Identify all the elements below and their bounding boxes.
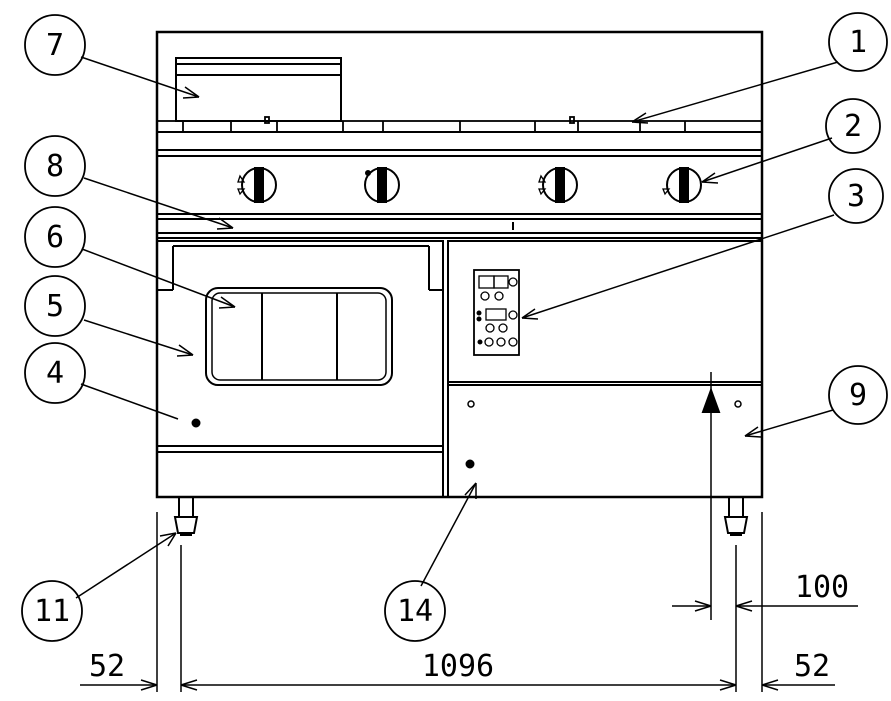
dimension-labels: 52 1096 52 100 — [89, 570, 849, 684]
dim-width-1096: 1096 — [422, 649, 494, 684]
legs — [173, 496, 749, 536]
knob-icon — [364, 167, 400, 203]
knob-icon — [538, 167, 578, 203]
callout-labels: 1 2 3 7 8 6 5 4 9 11 14 — [34, 25, 867, 629]
callout-11: 11 — [34, 594, 70, 629]
dimension-lines — [80, 512, 858, 692]
dim-right-52: 52 — [794, 649, 830, 684]
callout-8: 8 — [46, 149, 64, 184]
callout-4: 4 — [46, 356, 64, 391]
callout-2: 2 — [844, 109, 862, 144]
knob-icon — [662, 167, 702, 203]
callout-9: 9 — [849, 378, 867, 413]
callout-3: 3 — [847, 179, 865, 214]
leader-lines — [75, 56, 839, 599]
flue-arrow — [701, 372, 721, 620]
appliance-body — [155, 30, 764, 499]
dim-flue-100: 100 — [795, 570, 849, 605]
griddle-plate — [175, 57, 342, 122]
oven-door — [156, 240, 444, 453]
knob-icon — [237, 167, 277, 203]
callout-6: 6 — [46, 220, 64, 255]
callout-circles — [21, 12, 888, 642]
control-panel — [447, 240, 763, 383]
callout-5: 5 — [46, 289, 64, 324]
callout-7: 7 — [46, 28, 64, 63]
cabinet-door — [447, 384, 763, 498]
callout-1: 1 — [849, 25, 867, 60]
callout-14: 14 — [397, 594, 433, 629]
control-knobs — [237, 167, 702, 203]
burner-grids — [156, 116, 763, 133]
dim-left-52: 52 — [89, 649, 125, 684]
